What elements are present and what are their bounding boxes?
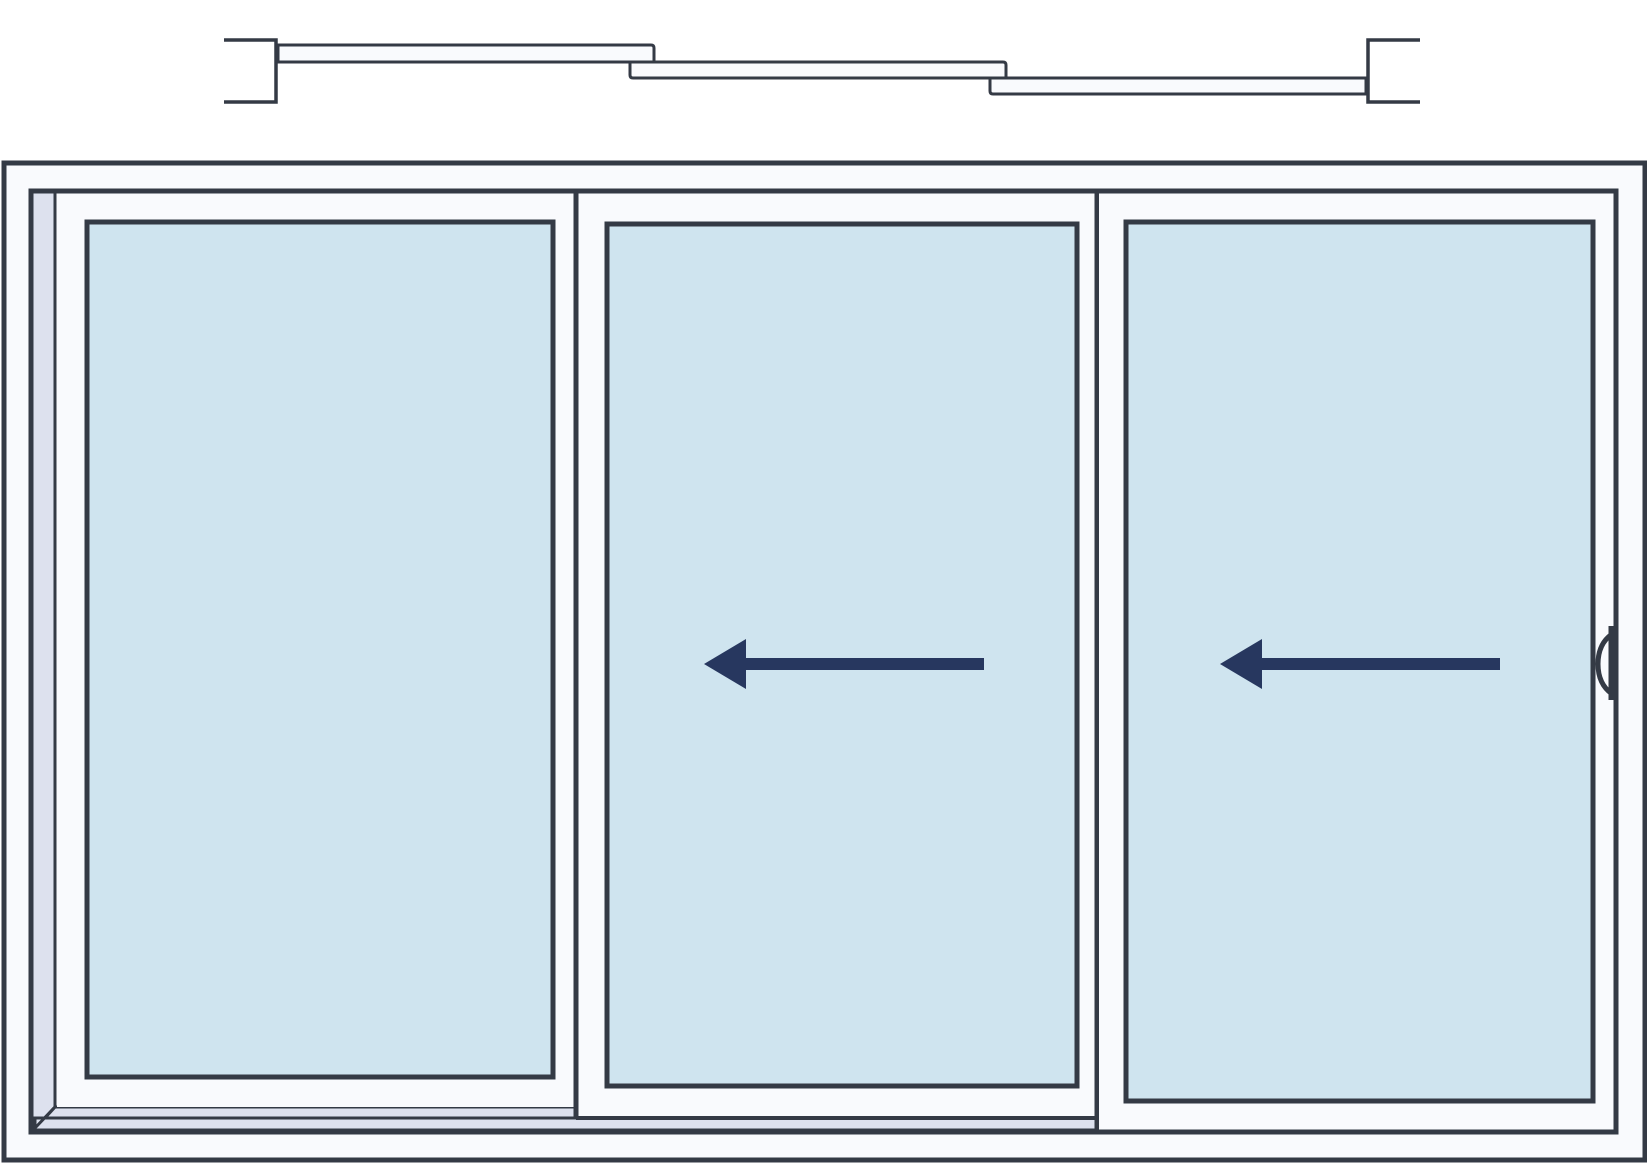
inner-frame-outline (28, 188, 1619, 1135)
plan-right-jamb (1366, 38, 1420, 104)
panel-middle-glass (604, 221, 1080, 1089)
sill-rail-upper (41, 1105, 578, 1120)
panel-right (1099, 193, 1614, 1130)
plan-view (224, 38, 1420, 104)
elevation-view (1, 160, 1647, 1163)
plan-left-jamb (224, 38, 278, 104)
plan-panel-middle (628, 60, 1008, 80)
sill-return-line (33, 1105, 57, 1130)
plan-panel-left (276, 43, 656, 64)
panel-right-pull-handle-icon[interactable] (1595, 626, 1614, 700)
panel-middle (576, 191, 1100, 1132)
plan-panel-right (988, 76, 1368, 96)
panel-right-slide-left-arrow-icon (1220, 639, 1500, 689)
left-jamb-shade (29, 189, 57, 1130)
panel-left-glass (84, 219, 556, 1080)
panel-left (57, 191, 579, 1118)
panel-middle-slide-left-arrow-icon (704, 639, 984, 689)
